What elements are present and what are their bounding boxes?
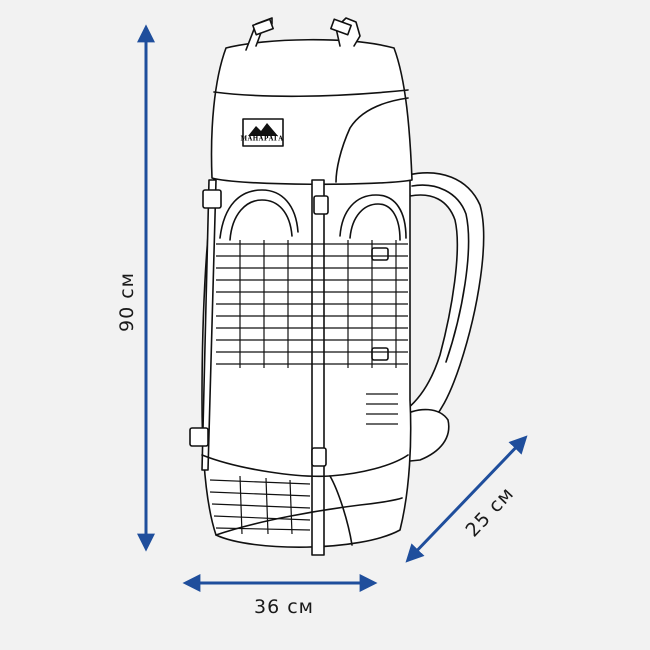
buckle <box>371 247 389 261</box>
compression-strap-center <box>311 179 325 556</box>
compression-strap-left <box>201 179 217 471</box>
buckle <box>189 427 209 447</box>
buckle <box>313 195 329 215</box>
buckle <box>311 447 327 467</box>
brand-logo-box <box>242 118 284 147</box>
buckle <box>202 189 222 209</box>
shoulder-strap <box>402 172 485 437</box>
height-label: 90 см <box>116 272 138 332</box>
width-label: 36 см <box>254 596 314 618</box>
backpack-body <box>201 174 412 548</box>
molle-webbing <box>209 240 408 535</box>
buckle <box>371 347 389 361</box>
depth-arrow <box>405 435 528 563</box>
top-lid <box>210 38 413 186</box>
brand-logo-text: МАНАРАГА <box>240 135 284 143</box>
